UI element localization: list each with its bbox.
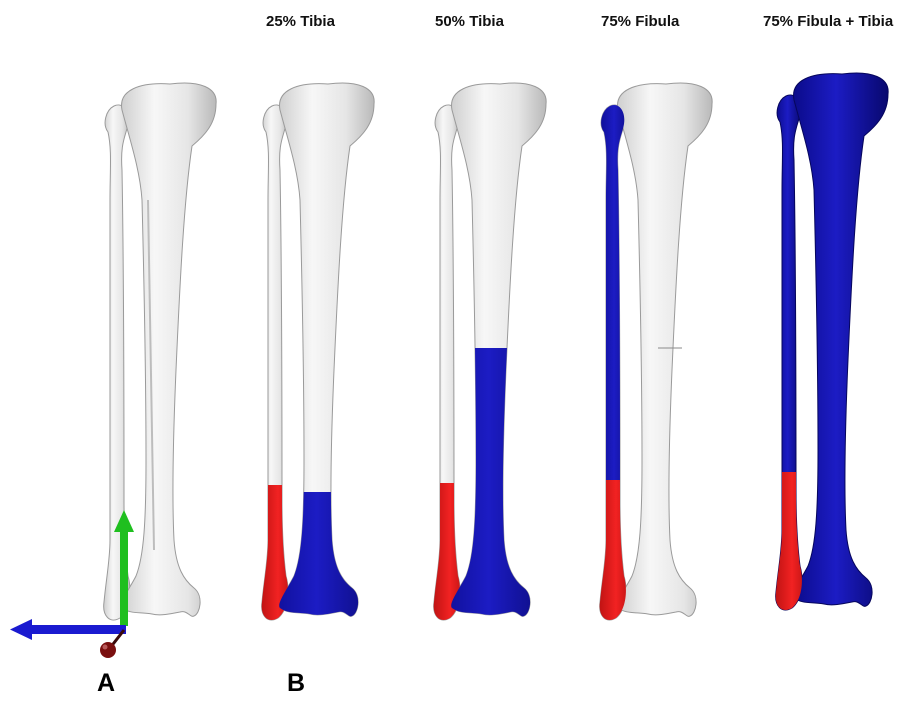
leg-model-75-fibula	[596, 83, 712, 630]
leg-model-25-tibia	[258, 83, 388, 642]
fibula-blue-segment	[596, 100, 636, 482]
leg-model-50-tibia	[430, 83, 560, 648]
leg-model-75-fibula-tibia	[772, 73, 888, 622]
